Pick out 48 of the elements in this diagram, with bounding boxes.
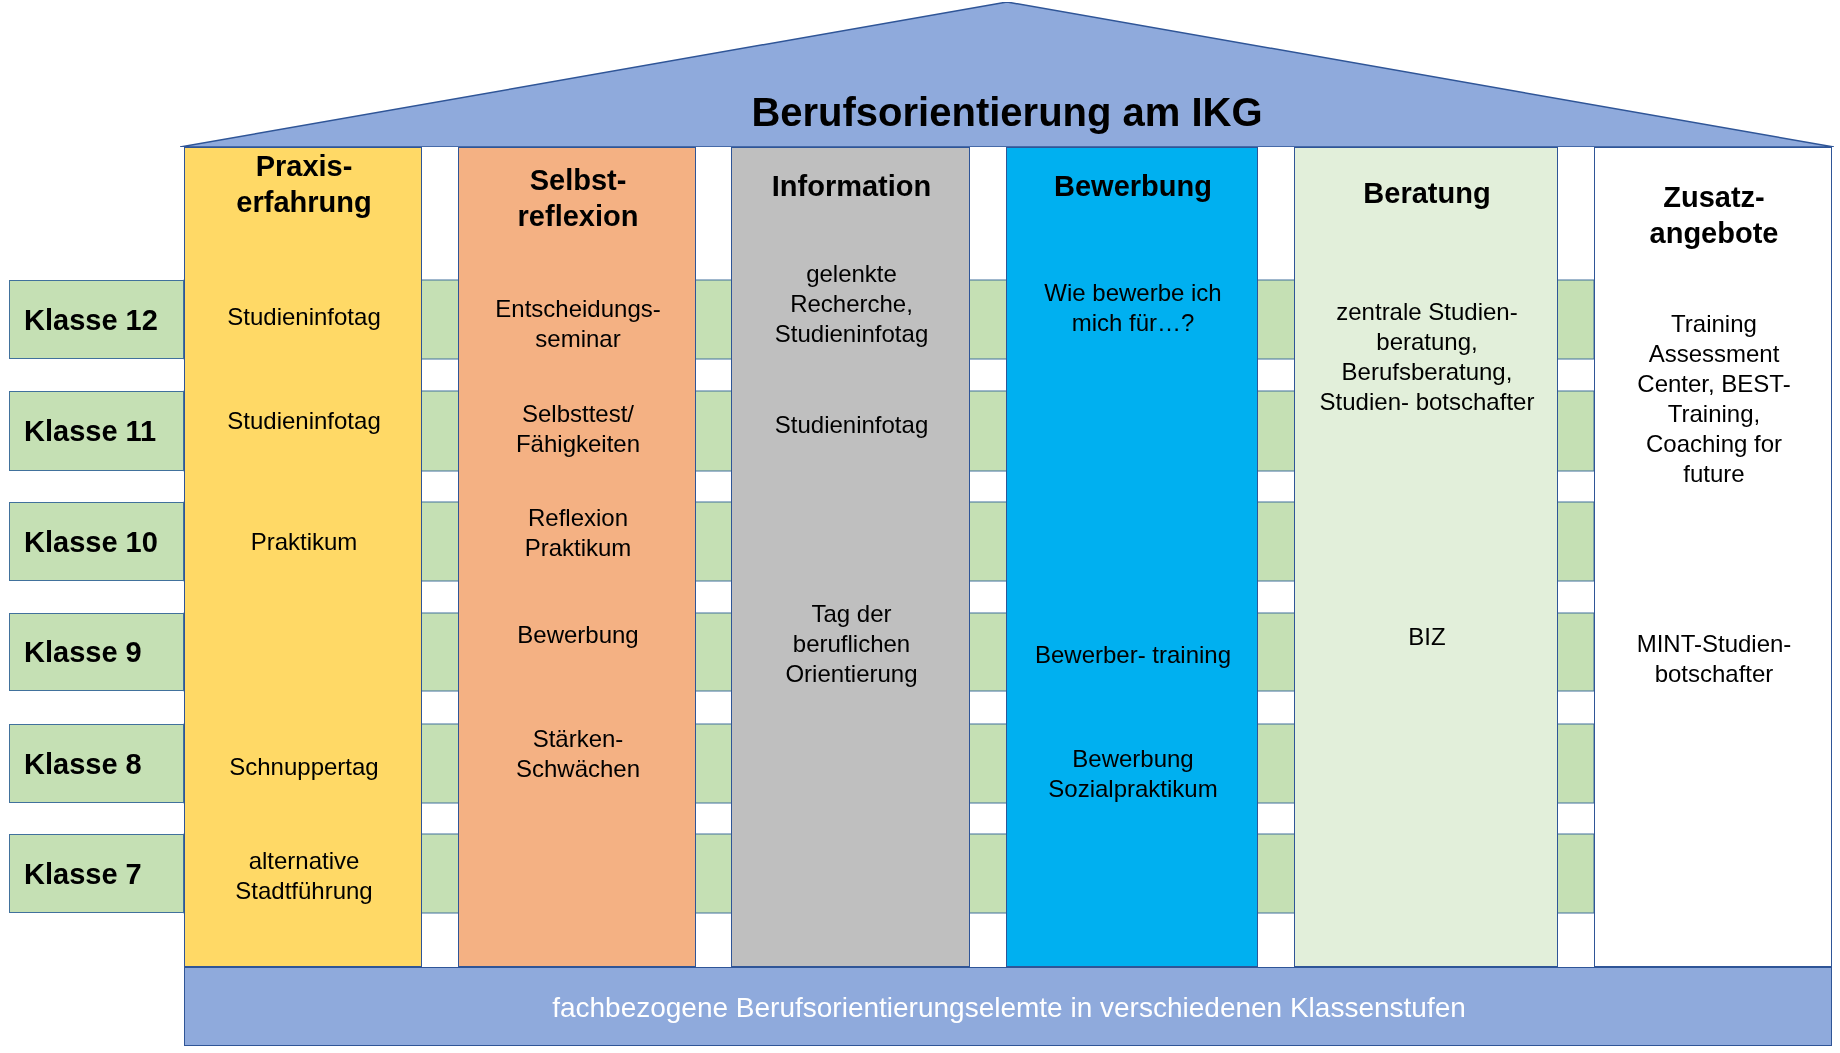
pillar-item: zentrale Studien- beratung, Berufsberatung, Studien- botschafter [1318, 297, 1536, 417]
grade-box [9, 391, 184, 471]
pillar-heading: Selbst- reflexion [516, 162, 640, 234]
pillar-heading: Zusatz- angebote [1648, 179, 1780, 251]
title-text: Berufsorientierung am IKG [750, 89, 1264, 136]
pillar [184, 147, 422, 967]
pillar-item: Studieninfotag [226, 302, 382, 332]
pillar [1006, 147, 1258, 967]
pillar-heading: Information [770, 168, 933, 204]
pillar [1294, 147, 1558, 967]
pillar-item: Schnuppertag [228, 752, 380, 782]
pillar-item: Selbsttest/ Fähigkeiten [514, 399, 642, 459]
pillar-item: Studieninfotag [226, 406, 382, 436]
pillar-item: MINT-Studien- botschafter [1635, 629, 1793, 689]
pillar-item: Praktikum [249, 527, 359, 557]
pillar-item: gelenkte Recherche, Studieninfotag [773, 259, 930, 349]
grade-label: Klasse 8 [24, 746, 142, 782]
pillar [1594, 147, 1832, 967]
grade-label: Klasse 9 [24, 634, 142, 670]
grade-label: Klasse 10 [24, 524, 158, 560]
grade-box [9, 724, 184, 803]
pillar [458, 147, 696, 967]
pillar-item: Stärken- Schwächen [514, 724, 642, 784]
pillar [731, 147, 970, 967]
grade-label: Klasse 12 [24, 302, 158, 338]
grade-box [9, 502, 184, 581]
grade-box [9, 280, 184, 359]
base-band [184, 967, 1832, 1046]
pillar-item: Bewerber- training [1033, 640, 1233, 670]
pillar-item: Tag der beruflichen Orientierung [784, 599, 919, 689]
grade-box [9, 613, 184, 691]
pillar-item: BIZ [1407, 622, 1447, 652]
roof [180, 2, 1834, 147]
pillar-item: Bewerbung [516, 620, 640, 650]
grade-label: Klasse 11 [24, 413, 157, 449]
pillar-item: Studieninfotag [773, 410, 930, 440]
pillar-item: Entscheidungs- seminar [494, 294, 662, 354]
pillar-item: Bewerbung Sozialpraktikum [1047, 744, 1219, 804]
pillar-item: Wie bewerbe ich mich für…? [1043, 278, 1223, 338]
pillar-item: Reflexion Praktikum [523, 503, 633, 563]
pillar-item: alternative Stadtführung [234, 846, 374, 906]
pillar-item: Training Assessment Center, BEST-Training, Coaching for future [1636, 309, 1792, 489]
pillar-heading: Bewerbung [1053, 168, 1213, 204]
base-text: fachbezogene Berufsorientierungselemte in verschiedenen Klassenstufen [551, 990, 1467, 1024]
grade-label: Klasse 7 [24, 856, 142, 892]
pillar-heading: Praxis- erfahrung [235, 148, 373, 220]
grade-box [9, 834, 184, 913]
pillar-heading: Beratung [1362, 175, 1492, 211]
